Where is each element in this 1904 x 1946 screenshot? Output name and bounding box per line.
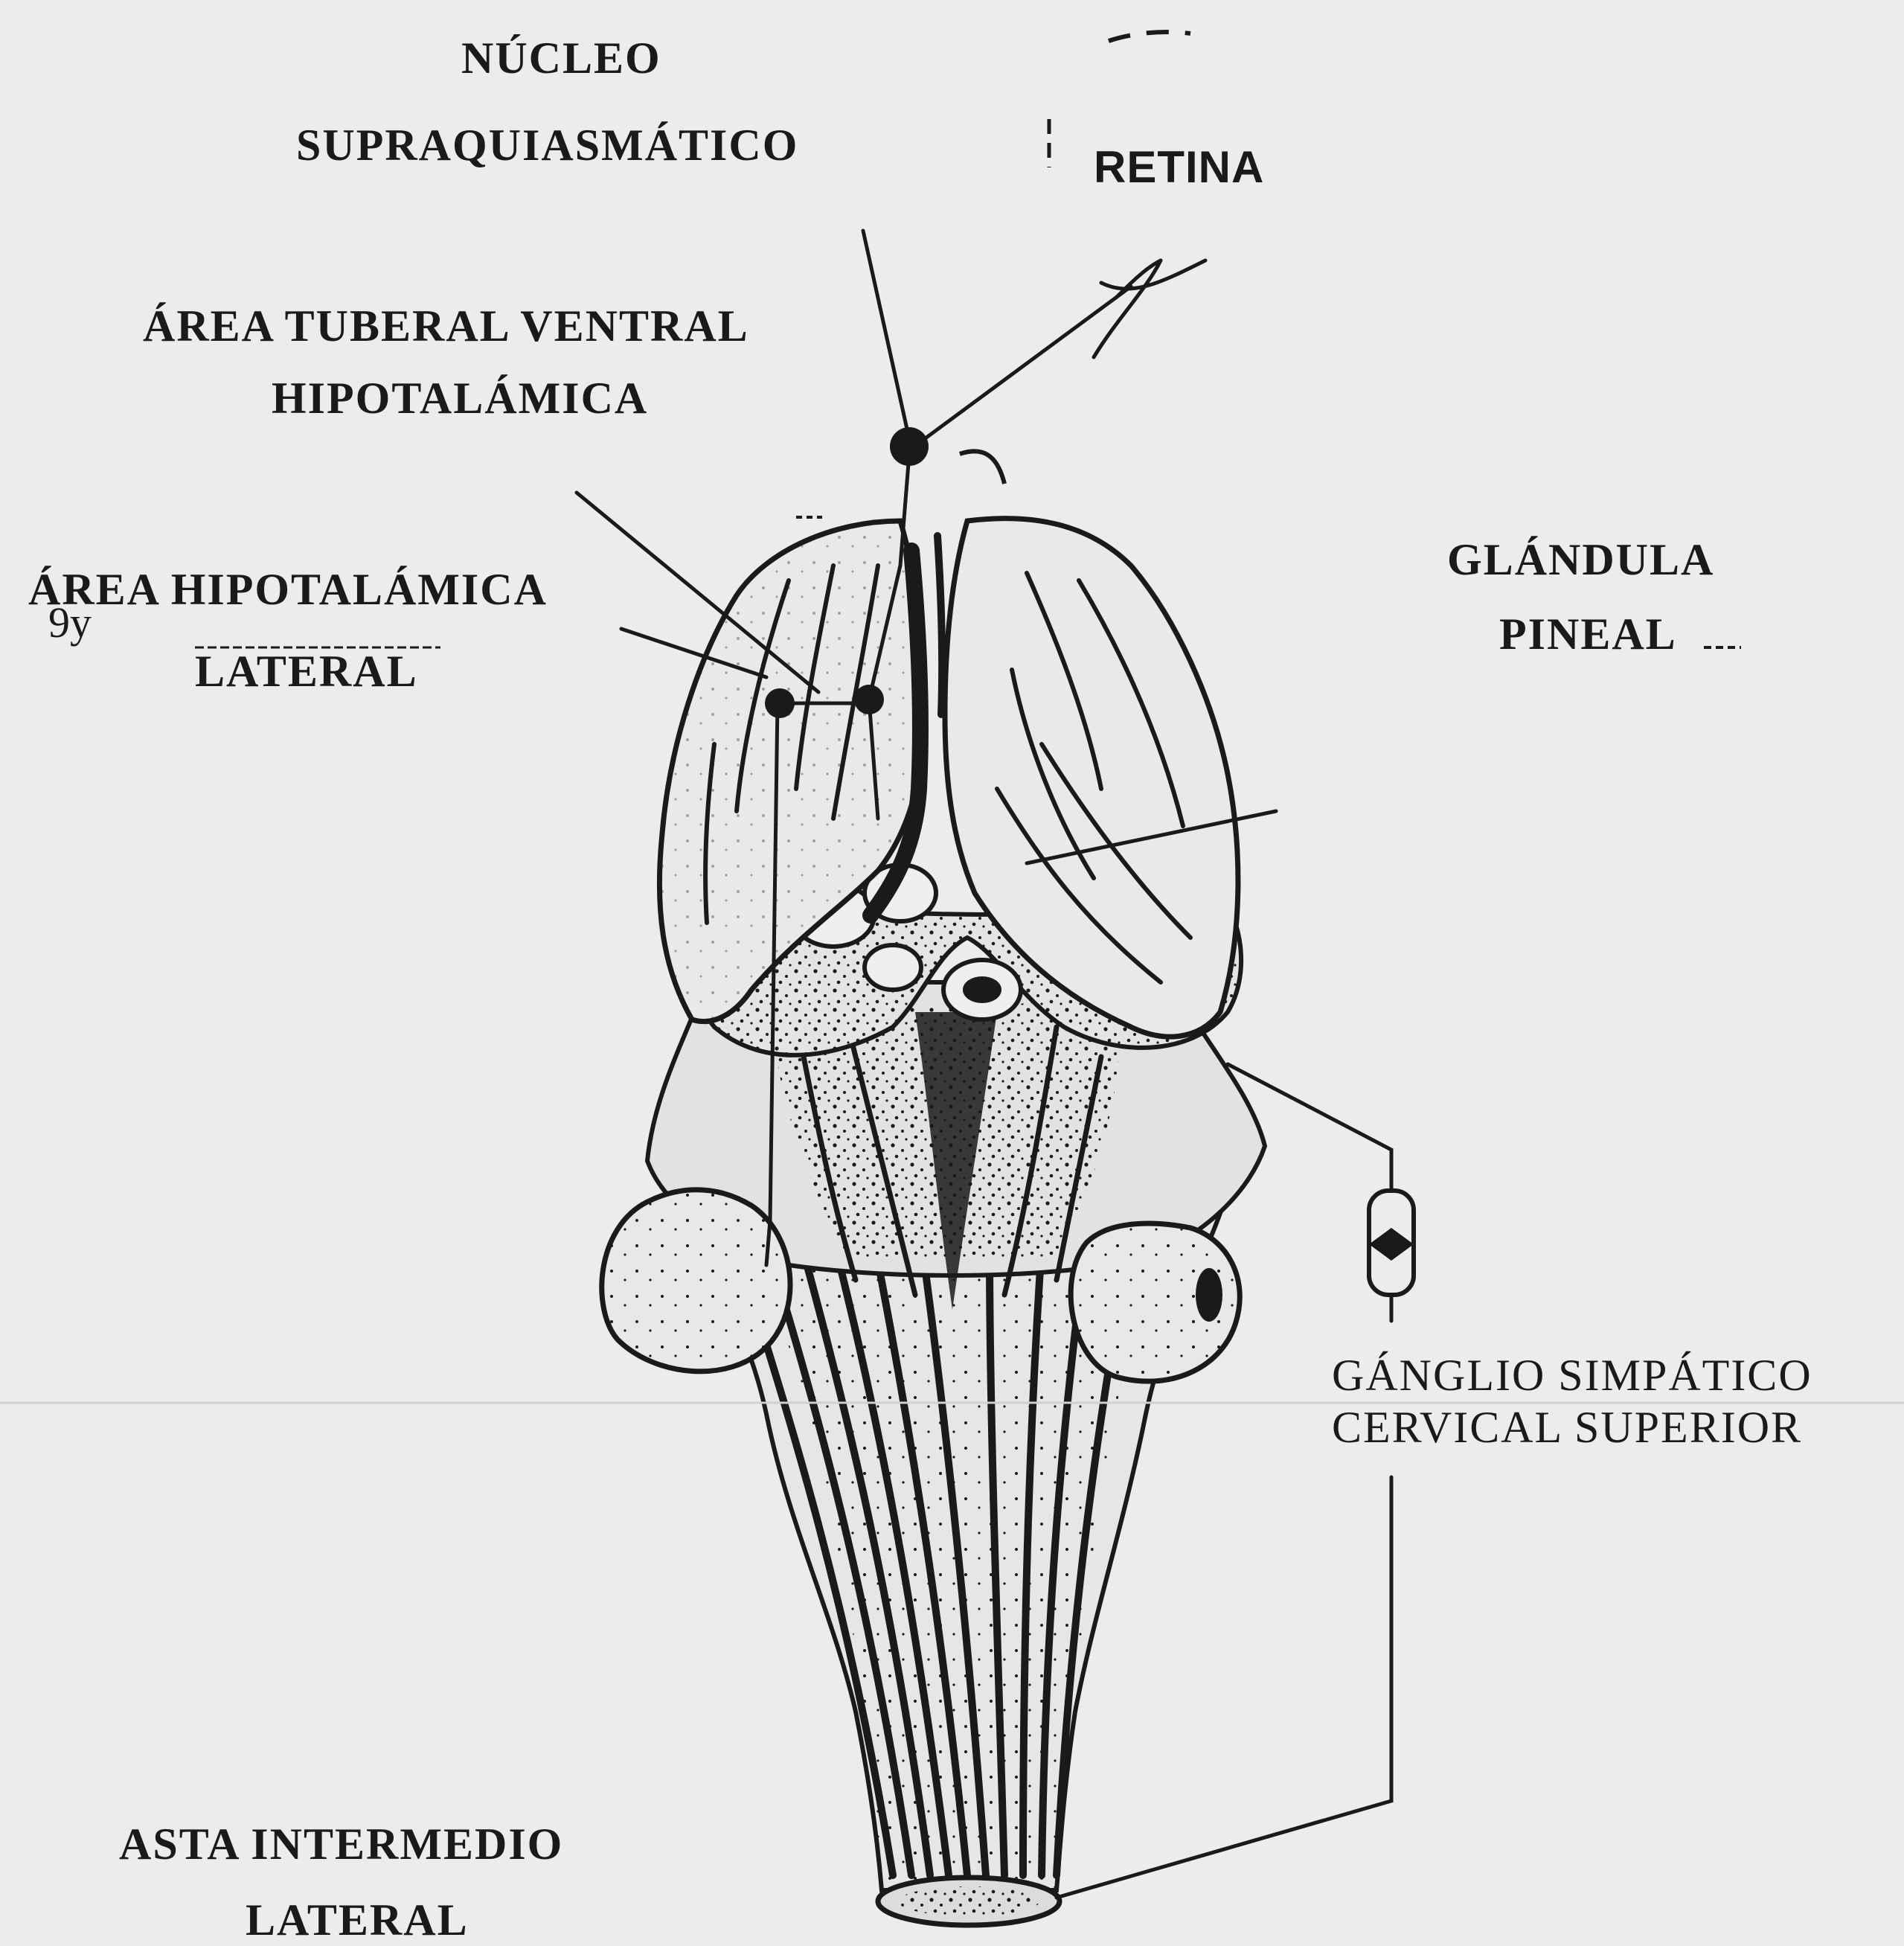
- scn-node: [890, 427, 929, 466]
- label-area-tuberal-2: HIPOTALÁMICA: [272, 376, 648, 420]
- label-asta-1: ASTA INTERMEDIO: [119, 1822, 563, 1866]
- lateral-hypothalamic-node: [765, 688, 795, 718]
- margin-mark: 9y: [48, 601, 92, 644]
- label-glandula: GLÁNDULA: [1447, 537, 1714, 582]
- label-area-hipotalamica-1: ÁREA HIPOTALÁMICA: [28, 567, 548, 612]
- label-retina: RETINA: [1094, 145, 1264, 190]
- label-pineal: PINEAL: [1499, 612, 1677, 656]
- label-supraquiasmatico: SUPRAQUIASMÁTICO: [296, 123, 798, 167]
- label-asta-2: LATERAL: [246, 1898, 469, 1942]
- right-lateral-lobe: [1071, 1223, 1240, 1381]
- tuberal-node: [854, 685, 884, 714]
- scn-leader-line: [863, 231, 909, 439]
- label-area-hipotalamica-2: LATERAL: [195, 649, 418, 694]
- left-lateral-lobe: [602, 1190, 790, 1372]
- label-ganglio-2: CERVICAL SUPERIOR: [1332, 1405, 1802, 1450]
- label-ganglio-1: GÁNGLIO SIMPÁTICO: [1332, 1353, 1812, 1398]
- label-area-tuberal-1: ÁREA TUBERAL VENTRAL: [143, 304, 749, 348]
- retina-to-scn-line: [909, 287, 1131, 450]
- label-nucleo: NÚCLEO: [461, 36, 661, 80]
- ganglion-symbol: [1369, 1191, 1414, 1295]
